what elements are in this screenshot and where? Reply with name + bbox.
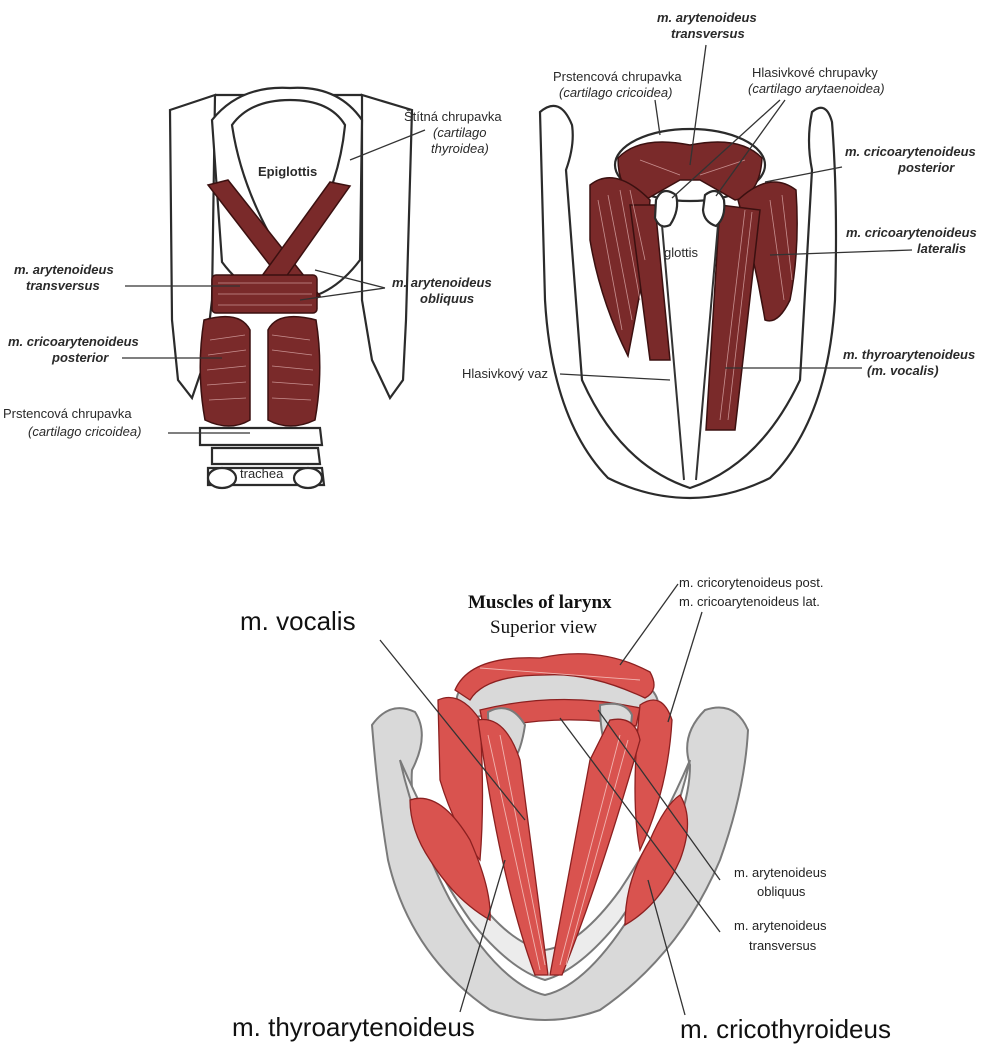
label-ligament: Hlasivkový vaz [462,366,548,381]
label-right-cricoid-2: (cartilago cricoidea) [559,85,672,100]
label-bottom-arytrans-1: m. arytenoideus [734,918,827,933]
label-right-cricopost-1: m. cricoarytenoideus [845,144,976,159]
label-left-cricoid-1: Prstencová chrupavka [3,406,132,421]
posterior-cricoarytenoid-right [268,317,320,426]
label-vocalis: m. vocalis [240,606,356,636]
label-bottom-cricothyr: m. cricothyroideus [680,1014,891,1044]
label-right-cricoid-1: Prstencová chrupavka [553,69,682,84]
thyroarytenoid-right [706,205,760,430]
label-right-cricolat-2: lateralis [917,241,966,256]
label-thyroid-1: Štítná chrupavka [404,109,502,124]
vocal-ligaments [662,225,718,480]
label-left-arytrans-1: m. arytenoideus [14,262,114,277]
arytenoid-cartilage-right [703,191,724,226]
label-right-cricolat-1: m. cricoarytenoideus [846,225,977,240]
label-bottom-cricopost: m. cricorytenoideus post. [679,575,824,590]
bottom-diagram: Muscles of larynx Superior view m. vocal… [232,575,891,1044]
label-aryten-2: (cartilago arytaenoidea) [748,81,885,96]
label-epiglottis: Epiglottis [258,164,317,179]
right-diagram: m. arytenoideus transversus Prstencová c… [462,10,977,498]
label-left-cricopost-2: posterior [51,350,109,365]
left-diagram: Epiglottis Štítná chrupavka (cartilago t… [3,88,502,488]
posterior-cricoarytenoid-left [200,317,250,426]
cricoid-ring-left [200,428,322,445]
label-right-cricopost-2: posterior [897,160,955,175]
label-left-cricoid-2: (cartilago cricoidea) [28,424,141,439]
label-right-arytrans-1: m. arytenoideus [657,10,757,25]
bottom-title: Muscles of larynx [468,592,612,613]
label-left-aryobl-1: m. arytenoideus [392,275,492,290]
label-bottom-thyroaryt: m. thyroarytenoideus [232,1012,475,1042]
thyroid-cartilage-right [362,95,412,398]
label-thyroaryt-1: m. thyroarytenoideus [843,347,975,362]
label-glottis: glottis [664,245,698,260]
label-bottom-aryobl-1: m. arytenoideus [734,865,827,880]
label-left-aryobl-2: obliquus [420,291,474,306]
label-thyroaryt-2: (m. vocalis) [867,363,939,378]
label-left-arytrans-2: transversus [26,278,100,293]
label-thyroid-2: (cartilago [433,125,486,140]
label-aryten-1: Hlasivkové chrupavky [752,65,878,80]
label-bottom-cricolat: m. cricoarytenoideus lat. [679,594,820,609]
label-right-arytrans-2: transversus [671,26,745,41]
label-bottom-arytrans-2: transversus [749,938,817,953]
label-thyroid-3: thyroidea) [431,141,489,156]
label-bottom-aryobl-2: obliquus [757,884,806,899]
bottom-subtitle: Superior view [490,617,597,638]
label-left-cricopost-1: m. cricoarytenoideus [8,334,139,349]
label-trachea: trachea [240,466,284,481]
